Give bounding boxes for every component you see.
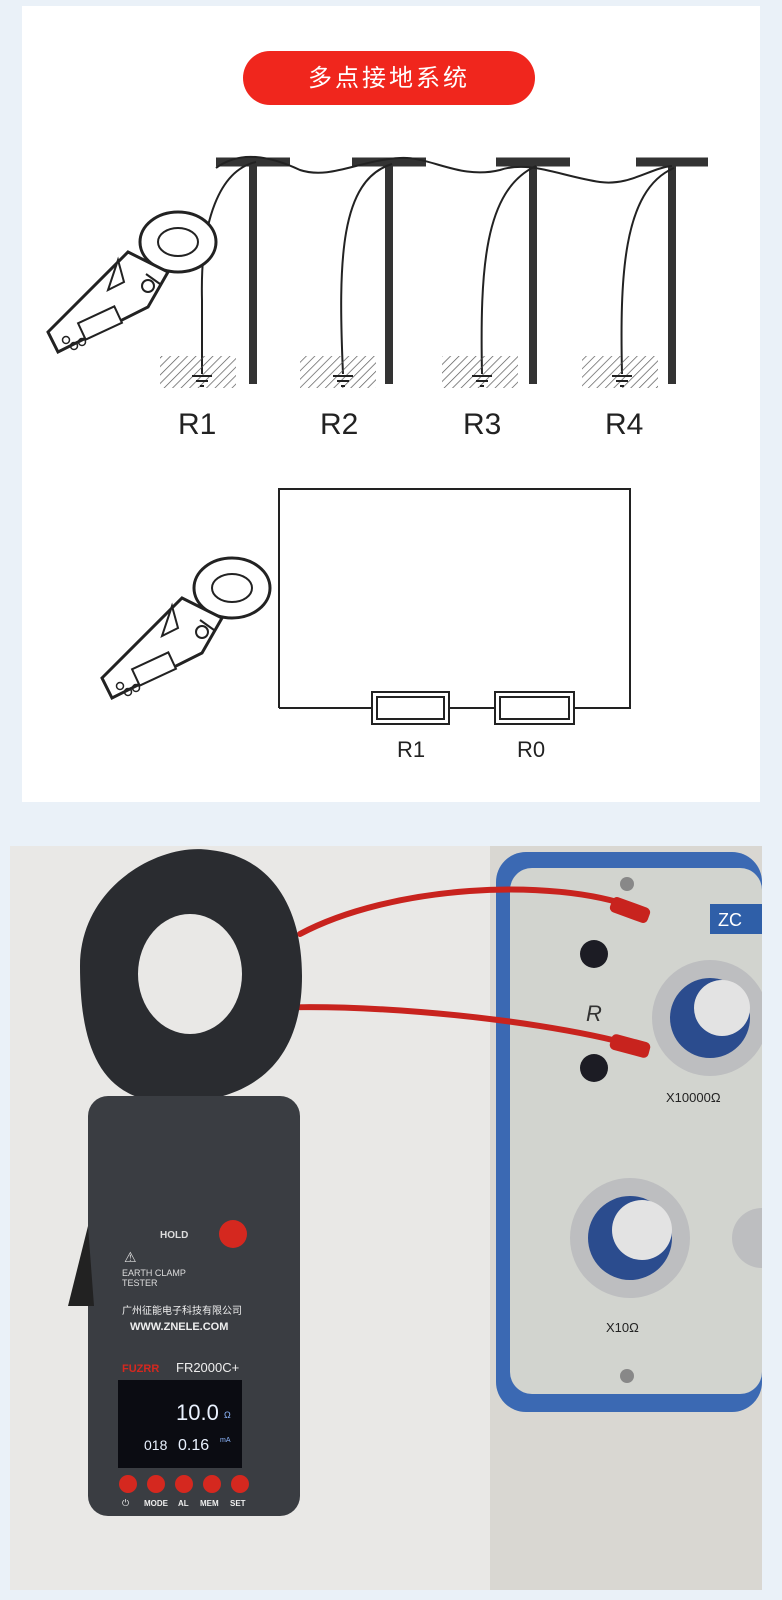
ground-wires [200,161,675,375]
company-name: 广州征能电子科技有限公司 [122,1304,242,1317]
display-main-unit: Ω [224,1410,231,1420]
ground-icons [192,375,632,387]
clamp-tester-icon [46,210,218,354]
display-secondary: 0.16 [178,1437,209,1454]
hold-label: HOLD [160,1230,188,1241]
label-r4: R4 [605,408,643,441]
page-title: 多点接地系统 [243,51,535,105]
set-button[interactable] [231,1475,249,1493]
device-label-1: EARTH CLAMP [122,1268,186,1278]
display-secondary-unit: mA [220,1437,231,1444]
mode-label: MODE [144,1499,169,1508]
clamp-meter: HOLD ⚠ EARTH CLAMP TESTER 广州征能电子科技有限公司 W… [68,849,302,1516]
mem-label: MEM [200,1499,219,1508]
label-r2: R2 [320,408,358,441]
website: WWW.ZNELE.COM [130,1321,228,1333]
display-index: 018 [144,1437,168,1453]
clamp-tester-icon-2 [100,556,272,700]
poles [249,162,676,384]
hold-button[interactable] [219,1220,247,1248]
resistor-label-r1: R1 [397,737,425,762]
top-wire [215,155,673,184]
label-r1: R1 [178,408,216,441]
ground-blocks [160,356,658,388]
power-button[interactable] [119,1475,137,1493]
mem-button[interactable] [203,1475,221,1493]
warning-icon: ⚠ [124,1249,137,1265]
lcd-display [118,1380,242,1468]
brand: FUZRR [122,1363,159,1375]
resistor-label-r0: R0 [517,737,545,762]
set-label: SET [230,1499,246,1508]
box-brand: ZC [718,910,742,930]
equivalent-circuit [278,488,631,725]
product-photo: ZC R X10000Ω X10Ω HOLD ⚠ EARTH CLAMP T [10,846,762,1590]
al-button[interactable] [175,1475,193,1493]
dial-label-1: X10000Ω [666,1090,721,1105]
model: FR2000C+ [176,1360,239,1375]
al-label: AL [178,1499,189,1508]
plug-tips [609,897,651,1058]
resistance-box: ZC R X10000Ω X10Ω [496,852,762,1412]
device-label-2: TESTER [122,1278,158,1288]
dial-label-2: X10Ω [606,1320,639,1335]
terminal-1 [580,940,608,968]
mode-button[interactable] [147,1475,165,1493]
label-r3: R3 [463,408,501,441]
terminal-2 [580,1054,608,1082]
display-main: 10.0 [176,1400,219,1425]
power-icon: ⏻ [122,1498,129,1508]
multi-ground-diagram: R1 R2 R3 R4 R1 R0 [46,155,708,762]
terminal-label: R [586,1001,602,1026]
